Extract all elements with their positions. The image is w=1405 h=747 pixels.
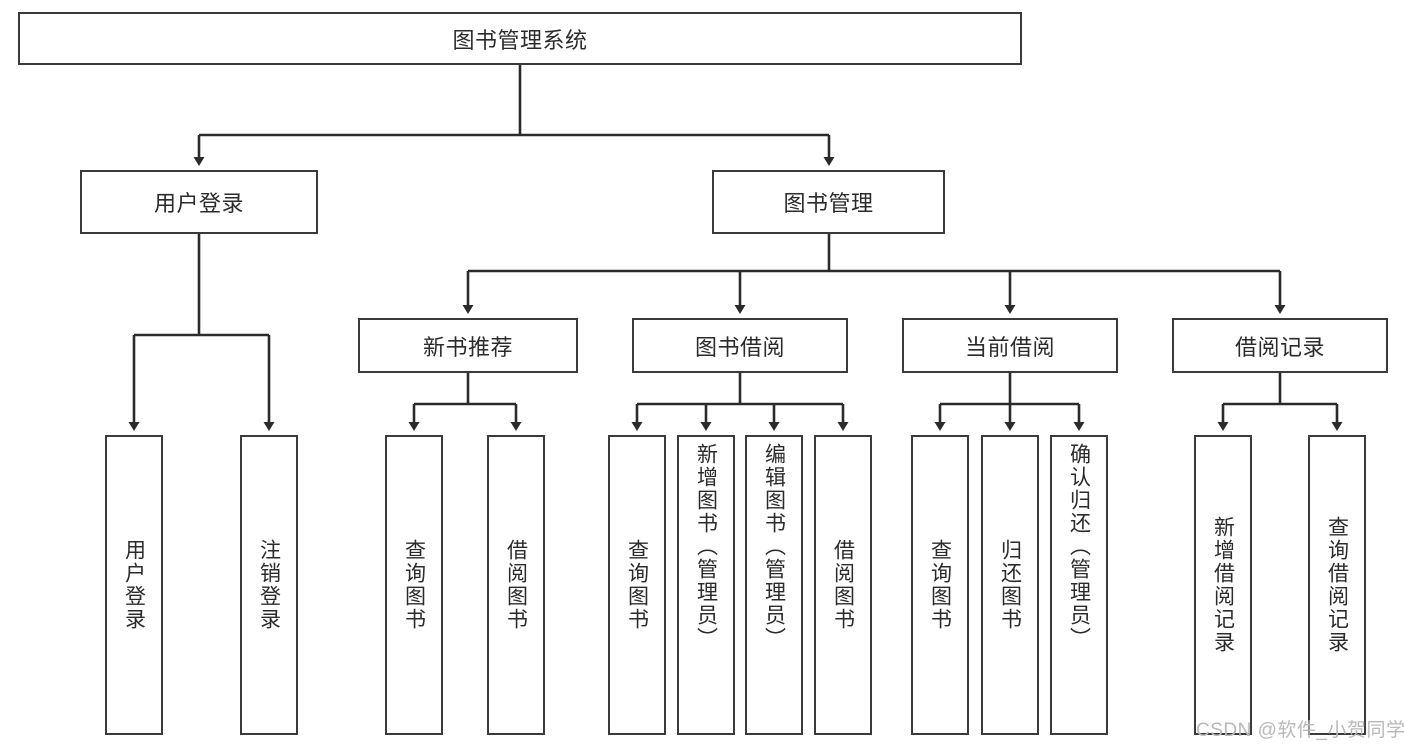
node-leaf-add-record[interactable]: 新增借阅记录 — [1194, 435, 1252, 735]
node-book-borrow[interactable]: 图书借阅 — [632, 318, 848, 373]
node-leaf-user-login[interactable]: 用户登录 — [105, 435, 163, 735]
node-book-manage[interactable]: 图书管理 — [712, 170, 945, 234]
node-leaf-confirm-return-label: 确认归还（管理员） — [1067, 443, 1091, 650]
node-leaf-add-book[interactable]: 新增图书（管理员） — [677, 435, 735, 735]
node-leaf-return-book-label: 归还图书 — [998, 539, 1022, 631]
node-leaf-add-record-label: 新增借阅记录 — [1211, 516, 1235, 654]
node-leaf-edit-book-label: 编辑图书（管理员） — [762, 443, 786, 650]
node-user-login[interactable]: 用户登录 — [80, 170, 318, 234]
node-current-borrow[interactable]: 当前借阅 — [902, 318, 1118, 373]
node-borrow-record[interactable]: 借阅记录 — [1172, 318, 1388, 373]
node-leaf-return-book[interactable]: 归还图书 — [981, 435, 1039, 735]
node-leaf-query-book-3[interactable]: 查询图书 — [911, 435, 969, 735]
node-user-login-label: 用户登录 — [153, 191, 244, 216]
node-book-borrow-label: 图书借阅 — [694, 334, 785, 360]
node-root[interactable]: 图书管理系统 — [18, 12, 1022, 65]
node-leaf-borrow-book-1-label: 借阅图书 — [504, 539, 528, 631]
node-leaf-borrow-book-1[interactable]: 借阅图书 — [487, 435, 545, 735]
node-leaf-query-book-2-label: 查询图书 — [625, 539, 649, 631]
node-leaf-user-login-label: 用户登录 — [122, 539, 146, 631]
watermark: CSDN @软件_小贺同学 — [1196, 720, 1405, 741]
node-new-book-rec[interactable]: 新书推荐 — [358, 318, 578, 373]
node-new-book-rec-label: 新书推荐 — [422, 334, 513, 360]
node-root-label: 图书管理系统 — [452, 27, 588, 53]
node-leaf-query-book-1[interactable]: 查询图书 — [385, 435, 443, 735]
node-leaf-logout-label: 注销登录 — [257, 539, 281, 631]
node-leaf-logout[interactable]: 注销登录 — [240, 435, 298, 735]
node-leaf-edit-book[interactable]: 编辑图书（管理员） — [745, 435, 803, 735]
node-leaf-borrow-book-2[interactable]: 借阅图书 — [814, 435, 872, 735]
node-leaf-add-book-label: 新增图书（管理员） — [694, 443, 718, 650]
node-borrow-record-label: 借阅记录 — [1234, 334, 1325, 360]
node-leaf-query-book-3-label: 查询图书 — [928, 539, 952, 631]
node-leaf-borrow-book-2-label: 借阅图书 — [831, 539, 855, 631]
node-leaf-query-book-2[interactable]: 查询图书 — [608, 435, 666, 735]
node-leaf-query-record[interactable]: 查询借阅记录 — [1308, 435, 1366, 735]
node-current-borrow-label: 当前借阅 — [964, 334, 1055, 360]
node-leaf-query-record-label: 查询借阅记录 — [1325, 516, 1349, 654]
node-book-manage-label: 图书管理 — [783, 191, 874, 216]
node-leaf-query-book-1-label: 查询图书 — [402, 539, 426, 631]
node-leaf-confirm-return[interactable]: 确认归还（管理员） — [1050, 435, 1108, 735]
